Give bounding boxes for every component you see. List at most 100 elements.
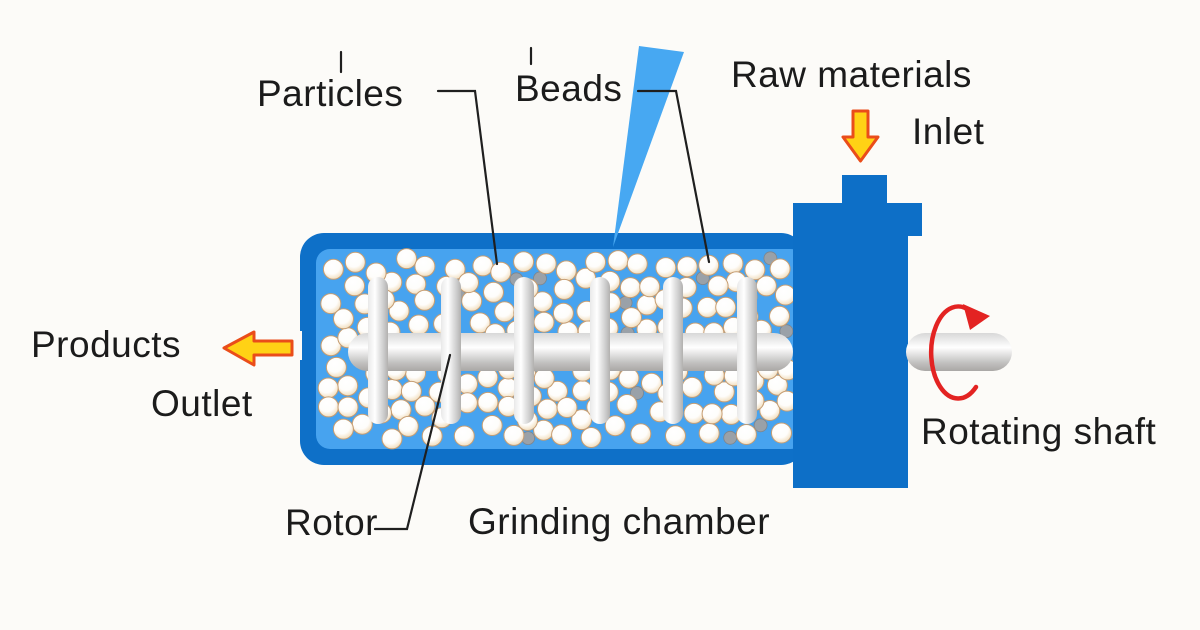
grinding-bead: [580, 427, 602, 448]
grinding-bead: [607, 250, 629, 272]
label-rotor: Rotor: [285, 502, 378, 543]
grinding-bead: [388, 300, 410, 322]
grinding-bead: [333, 308, 354, 330]
grinding-bead: [533, 311, 555, 333]
particle-dot: [630, 386, 644, 400]
grinding-bead: [552, 302, 574, 324]
inlet-arrow-icon: [841, 109, 880, 163]
grinding-bead: [461, 290, 483, 312]
rotor-pin: [441, 277, 461, 424]
grinding-bead: [547, 380, 568, 402]
inlet-housing: [793, 175, 922, 488]
leader-line-beads: [636, 89, 711, 264]
label-products: Products: [31, 324, 182, 365]
label-inlet: Inlet: [912, 111, 985, 152]
grinding-bead: [469, 312, 491, 334]
grinding-bead: [494, 301, 516, 323]
grinding-bead: [337, 396, 359, 418]
grinding-bead: [414, 395, 436, 417]
grinding-bead: [414, 255, 436, 277]
grinding-bead: [572, 380, 593, 402]
grinding-bead: [707, 275, 729, 297]
grinding-bead: [769, 305, 790, 327]
grinding-bead: [665, 425, 686, 447]
grinding-bead: [555, 260, 577, 282]
outlet-arrow-icon: [222, 330, 294, 367]
grinding-bead: [641, 372, 662, 394]
rotor-pins: [368, 277, 757, 424]
grinding-bead: [771, 422, 792, 444]
grinding-bead: [317, 377, 339, 399]
grinding-bead: [405, 273, 427, 295]
grinding-bead: [759, 400, 781, 421]
grinding-bead: [735, 424, 757, 445]
label-particles: Particles: [257, 73, 404, 114]
grinding-bead: [325, 356, 347, 378]
grinding-bead: [618, 367, 640, 389]
beads-wedge-pointer: [613, 46, 684, 247]
rotor-pin: [368, 277, 388, 424]
grinding-bead: [318, 396, 339, 418]
grinding-bead: [774, 284, 796, 306]
drive-shaft: [906, 333, 1012, 371]
grinding-bead: [551, 424, 573, 446]
grinding-bead: [571, 409, 593, 431]
grinding-bead: [400, 380, 422, 402]
grinding-bead: [337, 375, 359, 397]
grinding-bead: [472, 255, 494, 277]
grinding-bead: [408, 314, 430, 336]
rotor-pin: [737, 277, 757, 424]
grinding-bead: [683, 402, 705, 424]
grinding-bead: [503, 424, 525, 446]
grinding-bead: [701, 403, 723, 425]
grinding-bead: [585, 251, 607, 273]
grinding-bead: [655, 257, 677, 279]
grinding-bead: [639, 276, 661, 298]
grinding-bead: [536, 398, 558, 420]
outlet-port-notch: [293, 331, 302, 360]
grinding-bead: [626, 253, 648, 275]
rotor-pin: [590, 277, 610, 424]
grinding-bead: [490, 261, 512, 283]
grinding-bead: [414, 289, 436, 311]
grinding-bead: [396, 248, 418, 270]
grinding-bead: [481, 415, 503, 436]
grinding-bead: [713, 381, 735, 403]
grinding-bead: [696, 296, 718, 318]
rotor-shaft: [348, 333, 793, 371]
grinding-bead: [769, 258, 791, 280]
grinding-bead: [766, 374, 788, 396]
grinding-bead: [681, 376, 703, 398]
label-raw-materials: Raw materials: [731, 54, 972, 95]
grinding-bead: [535, 253, 557, 275]
rotation-arrow-icon: [928, 304, 990, 401]
label-beads: Beads: [515, 68, 623, 109]
grinding-bead: [458, 272, 479, 294]
grinding-bead: [616, 394, 638, 415]
grinding-bead: [483, 281, 504, 303]
rotor-pin: [514, 277, 534, 424]
rotor-pin: [663, 277, 683, 424]
grinding-bead: [698, 422, 720, 444]
grinding-bead: [722, 253, 744, 275]
grinding-bead: [604, 415, 626, 437]
inlet-housing-body: [793, 230, 908, 488]
grinding-bead: [344, 275, 366, 297]
grinding-bead: [513, 251, 535, 273]
leader-line-rotor: [373, 353, 452, 531]
grinding-bead: [533, 367, 555, 389]
grinding-bead: [619, 277, 641, 299]
grinding-bead: [332, 418, 354, 440]
grinding-bead: [676, 256, 698, 278]
label-grinding-chamber: Grinding chamber: [468, 501, 771, 542]
label-outlet: Outlet: [151, 383, 253, 424]
particle-dot: [723, 430, 738, 445]
particle-dot: [753, 418, 768, 433]
grinding-bead: [320, 293, 342, 315]
grinding-bead: [453, 425, 475, 447]
grinding-bead: [553, 278, 575, 300]
label-rotating-shaft: Rotating shaft: [921, 411, 1157, 452]
grinding-bead: [715, 296, 737, 318]
